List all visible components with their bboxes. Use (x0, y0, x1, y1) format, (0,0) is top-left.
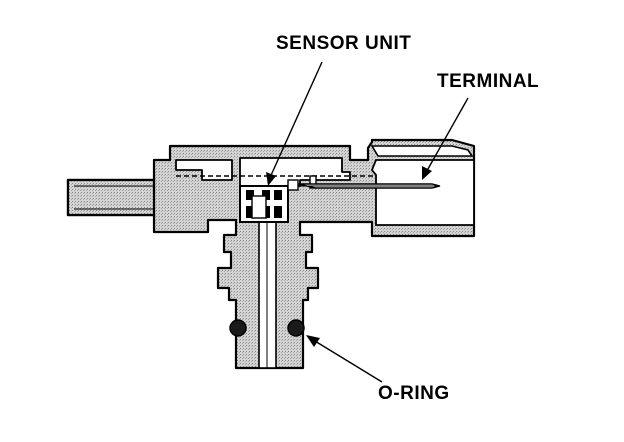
connector-top-ridge (370, 145, 474, 157)
o-ring-label: O-RING (378, 383, 450, 404)
inlet-nipple (66, 178, 156, 217)
leader-terminal (422, 97, 469, 180)
sensor-unit (239, 175, 317, 223)
connector-socket (370, 159, 475, 226)
o-ring-left (229, 319, 247, 337)
leader-sensor-unit (266, 61, 323, 186)
terminal-label: TERMINAL (437, 71, 540, 92)
sensor-unit-label: SENSOR UNIT (276, 33, 412, 54)
leader-o-ring (306, 335, 383, 383)
o-ring-right (287, 319, 305, 337)
